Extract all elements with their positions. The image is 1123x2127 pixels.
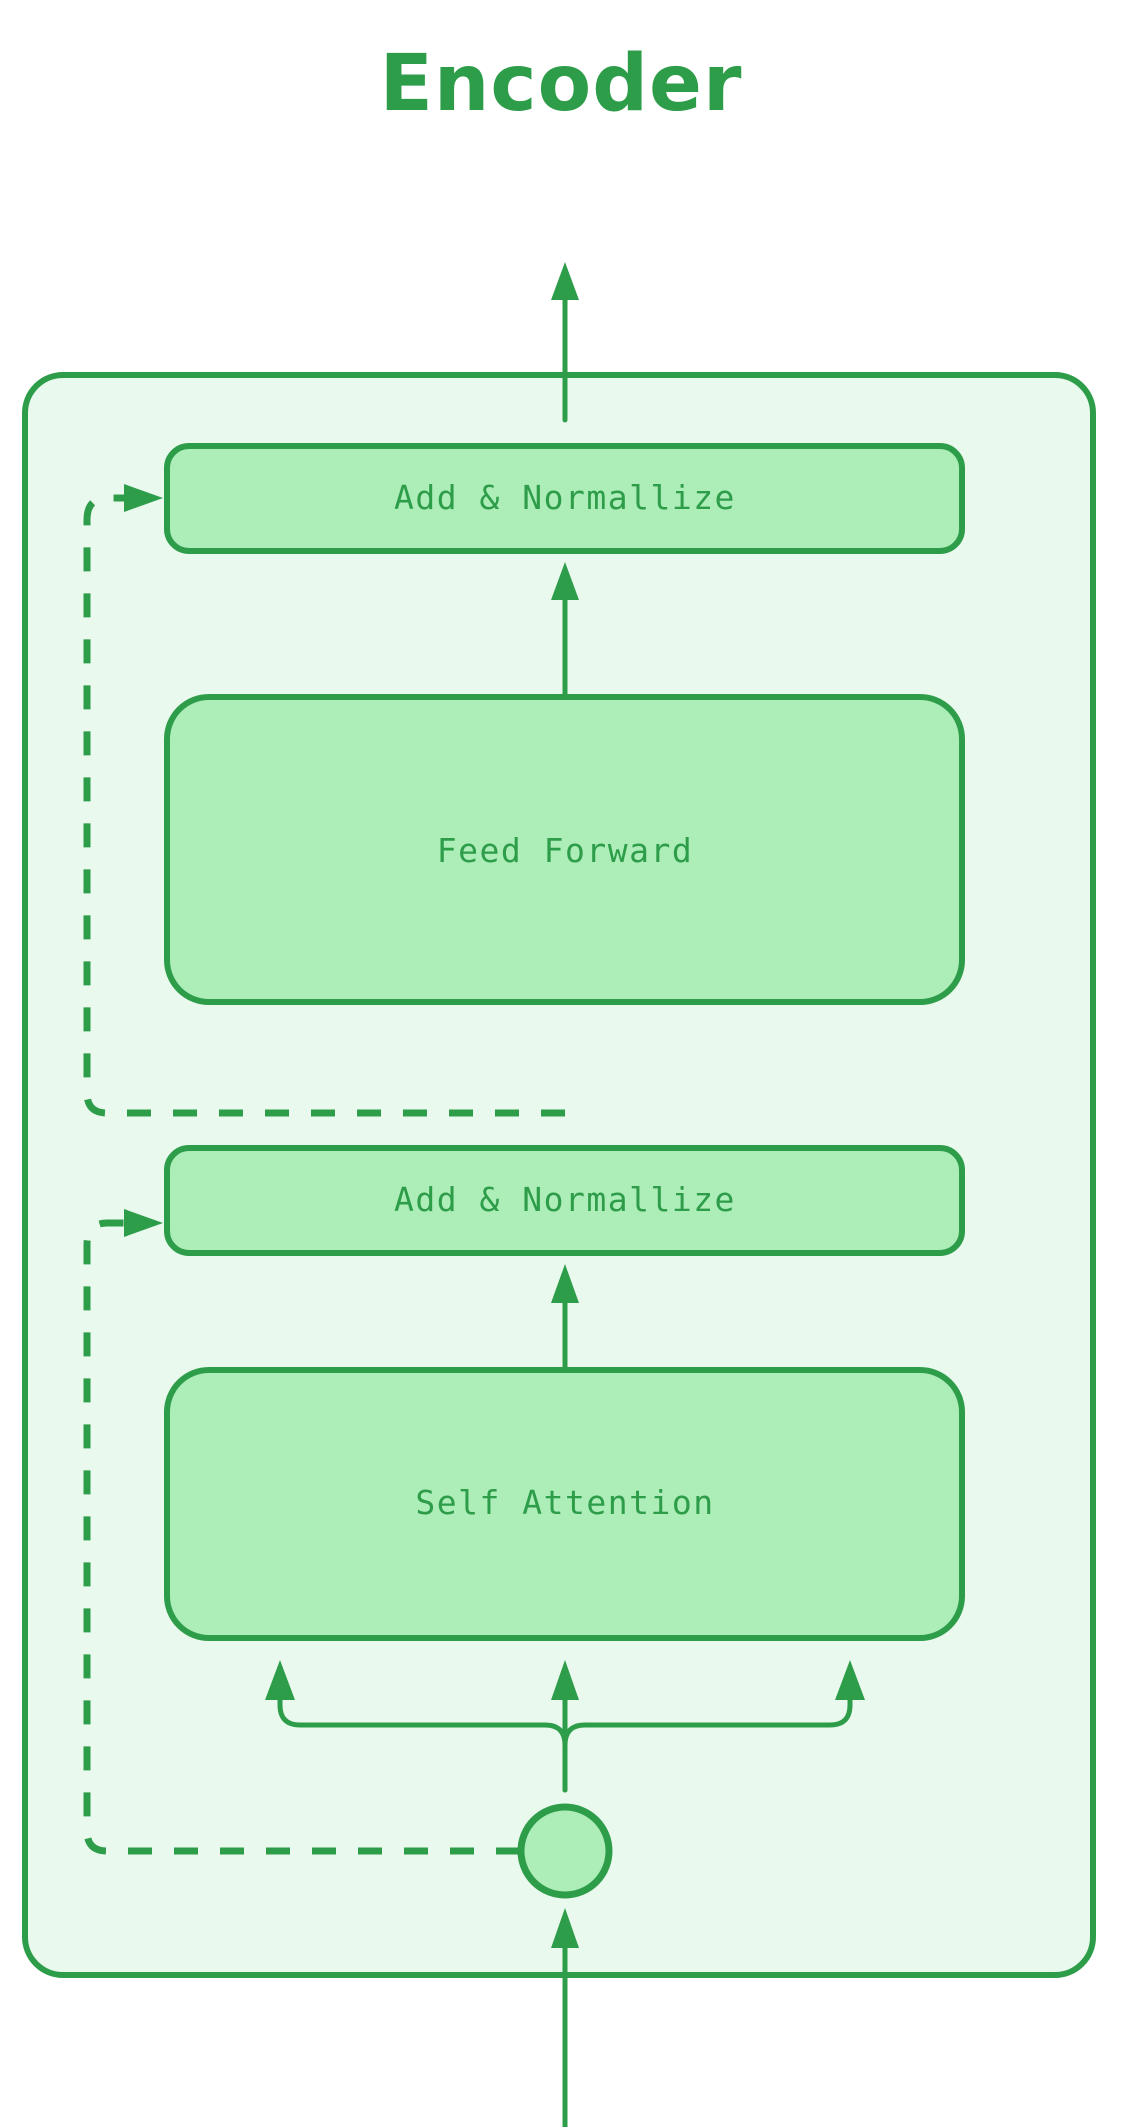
node-feed-forward[interactable] (164, 694, 965, 1005)
node-feed-forward-label: Feed Forward (437, 831, 693, 870)
arrow-up-icon (551, 1264, 579, 1303)
arrow-up-icon (551, 1908, 579, 1948)
edge-output (551, 262, 579, 423)
arrow-up-icon (551, 562, 579, 600)
node-add-norm-top-label: Add & Normallize (394, 478, 736, 517)
node-add-norm-bottom[interactable] (164, 1145, 965, 1256)
arrow-up-icon (835, 1660, 865, 1700)
edge-residual-lower (83, 1209, 520, 1855)
diagram-title: Encoder (380, 39, 743, 129)
node-self-attention-label: Self Attention (415, 1483, 714, 1522)
node-add-norm-bottom-label: Add & Normallize (394, 1180, 736, 1219)
arrow-right-icon (124, 484, 163, 512)
edge-residual-upper (83, 484, 565, 1117)
arrow-up-icon (551, 1660, 579, 1700)
edge-input (551, 1908, 579, 2127)
arrow-up-icon (265, 1660, 295, 1700)
edge-qkv-branches (265, 1660, 865, 1793)
arrow-right-icon (124, 1209, 163, 1237)
edge-selfattn-to-addnorm-bottom (551, 1264, 579, 1373)
arrow-up-icon (551, 262, 579, 300)
node-add-norm-top[interactable] (164, 443, 965, 554)
node-self-attention[interactable] (164, 1367, 965, 1641)
node-input-embedding[interactable] (517, 1803, 613, 1899)
